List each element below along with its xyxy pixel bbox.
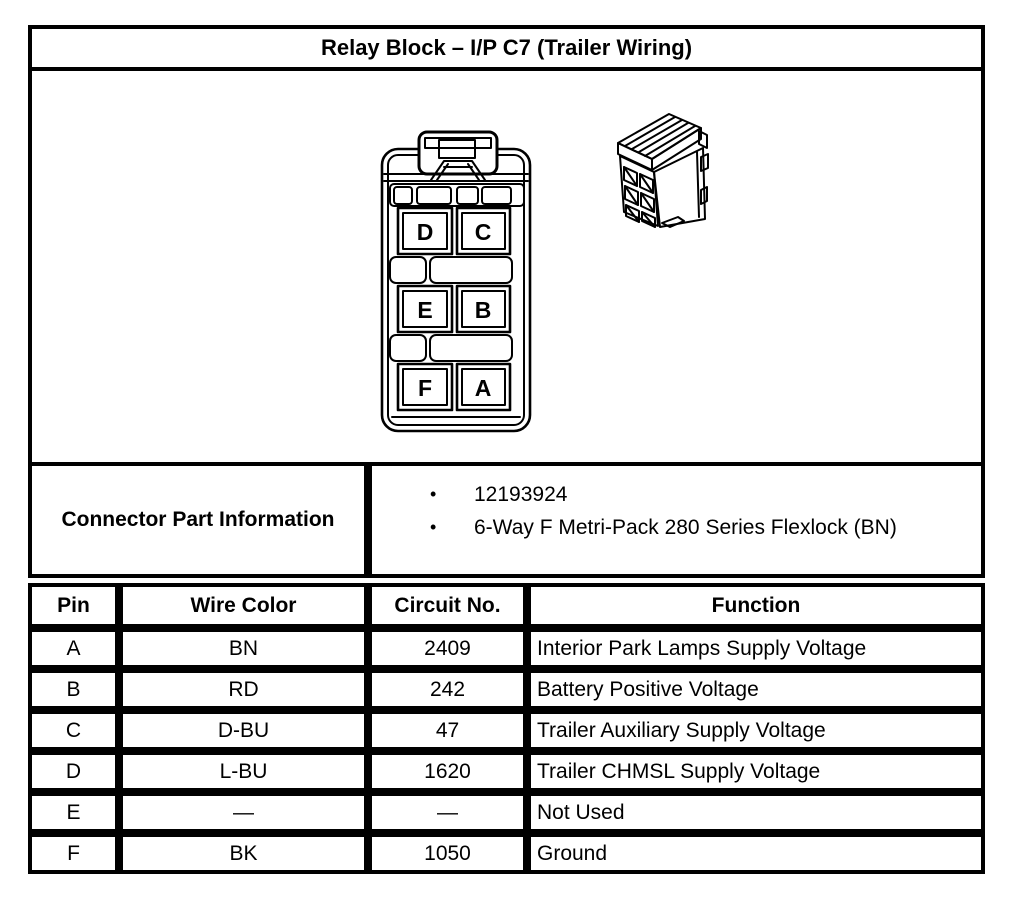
connector-part-information-label-cell: Connector Part Information: [32, 466, 372, 574]
connector-lock-tab: [417, 130, 499, 181]
connector-diagram-panel: D C E B F A: [28, 67, 985, 466]
pin-cell: E: [28, 792, 119, 833]
circuit-no-cell: —: [368, 792, 527, 833]
pin-cell: B: [28, 669, 119, 710]
list-item: • 12193924: [372, 478, 981, 511]
list-item: • 6-Way F Metri-Pack 280 Series Flexlock…: [372, 511, 981, 544]
column-header-function: Function: [527, 583, 985, 628]
connector-part-information-values-cell: • 12193924 • 6-Way F Metri-Pack 280 Seri…: [372, 466, 981, 574]
function-cell: Battery Positive Voltage: [527, 669, 985, 710]
circuit-no-cell: 242: [368, 669, 527, 710]
pin-cavity-label-f: F: [418, 375, 432, 401]
pin-cavity-label-c: C: [475, 219, 492, 245]
function-cell: Trailer Auxiliary Supply Voltage: [527, 710, 985, 751]
function-cell: Interior Park Lamps Supply Voltage: [527, 628, 985, 669]
bullet-icon: •: [430, 517, 437, 537]
wire-color-cell: —: [119, 792, 368, 833]
part-description: 6-Way F Metri-Pack 280 Series Flexlock (…: [474, 515, 897, 539]
column-header-wire-color: Wire Color: [119, 583, 368, 628]
pin-cavity-label-e: E: [417, 297, 432, 323]
wire-color-cell: RD: [119, 669, 368, 710]
circuit-no-cell: 1620: [368, 751, 527, 792]
wire-color-cell: D-BU: [119, 710, 368, 751]
function-cell: Trailer CHMSL Supply Voltage: [527, 751, 985, 792]
table-row: D L-BU 1620 Trailer CHMSL Supply Voltage: [28, 751, 985, 792]
table-row: F BK 1050 Ground: [28, 833, 985, 874]
connector-front-view-drawing: D C E B F A: [380, 130, 532, 433]
title-bar: Relay Block – I/P C7 (Trailer Wiring): [28, 25, 985, 71]
connector-diagrams: D C E B F A: [380, 113, 709, 433]
function-cell: Ground: [527, 833, 985, 874]
table-row: C D-BU 47 Trailer Auxiliary Supply Volta…: [28, 710, 985, 751]
connector-isometric-view-drawing: [617, 113, 709, 228]
table-row: A BN 2409 Interior Park Lamps Supply Vol…: [28, 628, 985, 669]
part-number: 12193924: [474, 482, 568, 506]
wire-color-cell: L-BU: [119, 751, 368, 792]
pin-cell: D: [28, 751, 119, 792]
table-header-row: Pin Wire Color Circuit No. Function: [28, 583, 985, 628]
connector-part-information-label: Connector Part Information: [61, 508, 335, 531]
pin-cell: F: [28, 833, 119, 874]
pin-cavity-label-a: A: [475, 375, 492, 401]
bullet-icon: •: [430, 484, 437, 504]
pin-cell: A: [28, 628, 119, 669]
wire-color-cell: BK: [119, 833, 368, 874]
column-header-pin: Pin: [28, 583, 119, 628]
circuit-no-cell: 2409: [368, 628, 527, 669]
circuit-no-cell: 47: [368, 710, 527, 751]
pin-cell: C: [28, 710, 119, 751]
pin-cavity-label-d: D: [417, 219, 434, 245]
pin-cavity-label-b: B: [475, 297, 492, 323]
table-row: E — — Not Used: [28, 792, 985, 833]
connector-part-information-row: Connector Part Information • 12193924 • …: [28, 462, 985, 578]
page-title: Relay Block – I/P C7 (Trailer Wiring): [320, 35, 693, 60]
pinout-table: Pin Wire Color Circuit No. Function A BN…: [28, 583, 985, 874]
circuit-no-cell: 1050: [368, 833, 527, 874]
column-header-circuit-no: Circuit No.: [368, 583, 527, 628]
table-row: B RD 242 Battery Positive Voltage: [28, 669, 985, 710]
wire-color-cell: BN: [119, 628, 368, 669]
function-cell: Not Used: [527, 792, 985, 833]
